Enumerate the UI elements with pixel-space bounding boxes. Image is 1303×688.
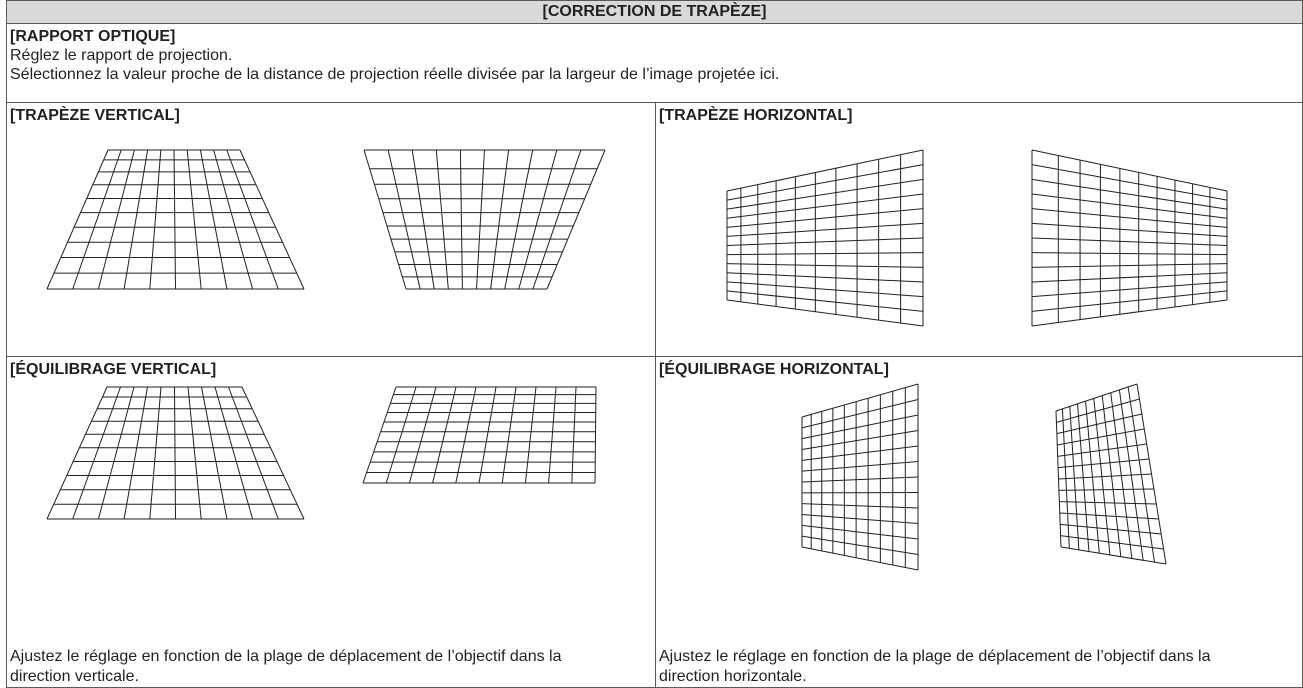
horizontal-keystone-illustration: [656, 103, 1303, 356]
optical-ratio-cell: [RAPPORT OPTIQUE] Réglez le rapport de p…: [7, 24, 1303, 103]
projection-grid: [727, 150, 923, 326]
vertical-keystone-illustration: [7, 103, 656, 356]
keystone-table: [CORRECTION DE TRAPÈZE] [RAPPORT OPTIQUE…: [6, 0, 1303, 688]
horizontal-balance-cell: [ÉQUILIBRAGE HORIZONTAL] Ajustez le régl…: [656, 357, 1303, 688]
horizontal-keystone-cell: [TRAPÈZE HORIZONTAL]: [656, 103, 1303, 357]
optical-ratio-line2: Sélectionnez la valeur proche de la dist…: [7, 65, 1302, 84]
projection-grid: [47, 387, 304, 519]
optical-ratio-title: [RAPPORT OPTIQUE]: [7, 24, 1302, 46]
projection-grid: [364, 150, 605, 289]
projection-grid: [47, 150, 304, 289]
projection-grid: [1032, 150, 1227, 326]
table-header: [CORRECTION DE TRAPÈZE]: [7, 1, 1303, 24]
projection-grid: [1056, 384, 1166, 564]
horizontal-balance-description: Ajustez le réglage en fonction de la pla…: [659, 647, 1249, 687]
vertical-balance-cell: [ÉQUILIBRAGE VERTICAL] Ajustez le réglag…: [7, 357, 656, 688]
vertical-balance-illustration: [7, 357, 656, 687]
horizontal-balance-illustration: [656, 357, 1303, 687]
vertical-keystone-cell: [TRAPÈZE VERTICAL]: [7, 103, 656, 357]
projection-grid: [363, 387, 596, 483]
optical-ratio-line1: Réglez le rapport de projection.: [7, 46, 1302, 65]
vertical-balance-description: Ajustez le réglage en fonction de la pla…: [10, 647, 590, 687]
projection-grid: [802, 384, 918, 570]
